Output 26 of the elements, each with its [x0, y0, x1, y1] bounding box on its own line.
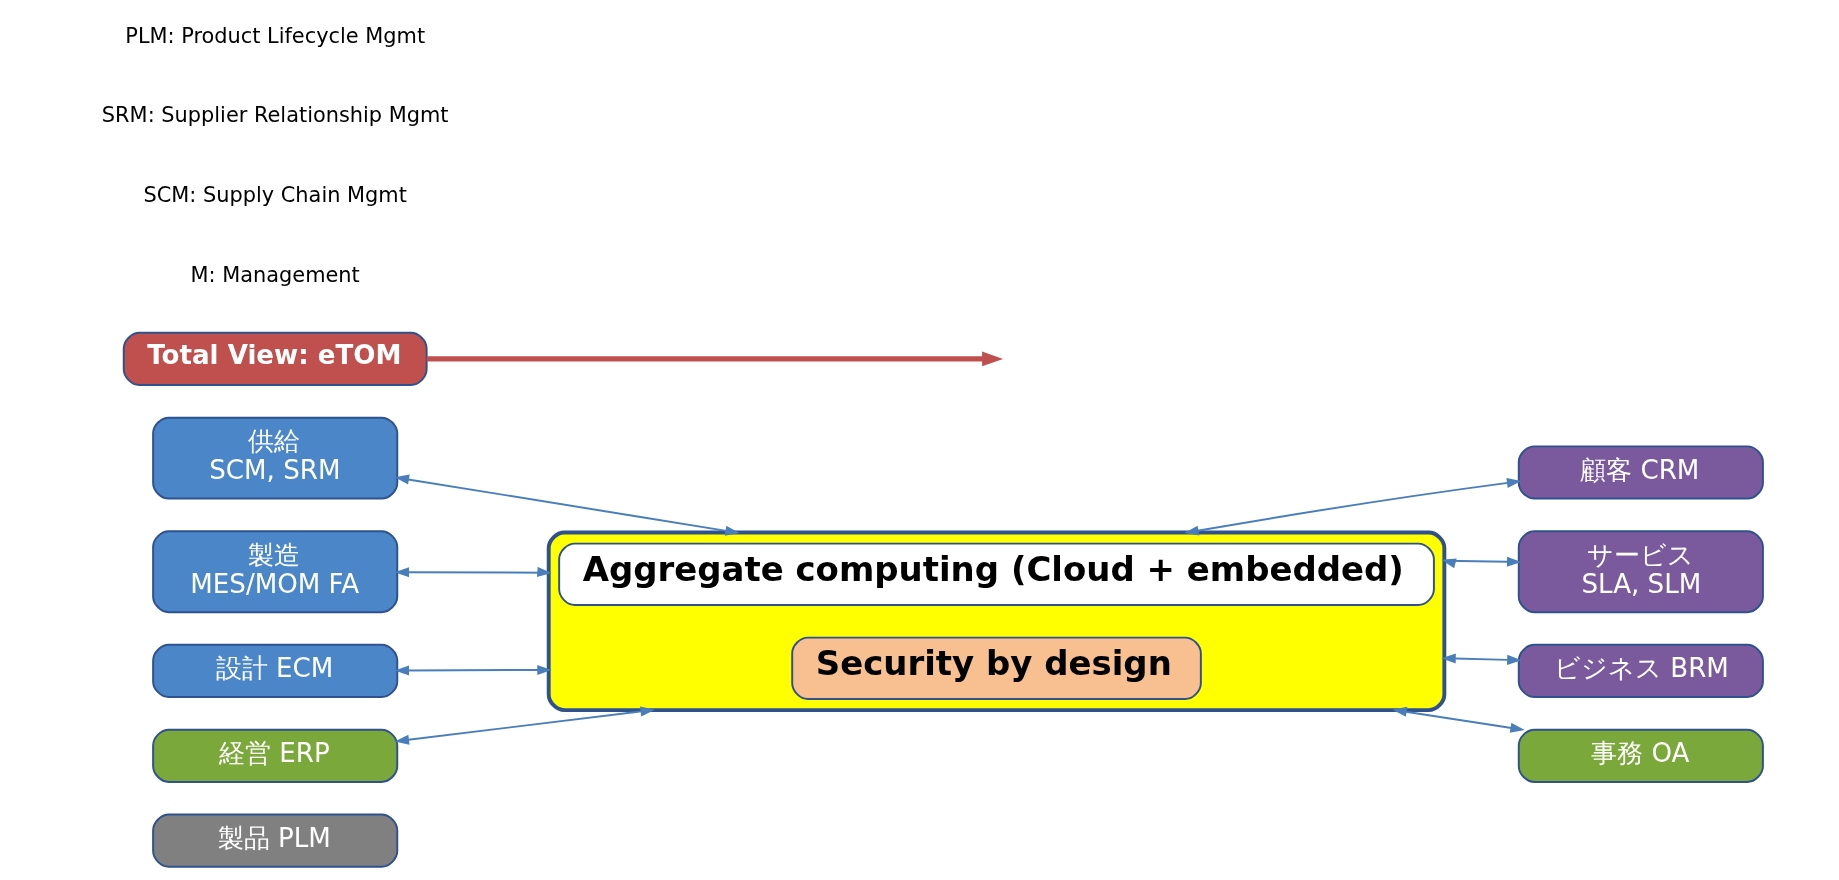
- node-box: ビジネス BRM: [1517, 643, 1764, 698]
- node-box: Aggregate computing (Cloud + embedded): [558, 542, 1435, 606]
- node-box: 設計 ECM: [152, 643, 399, 698]
- label: SCM: Supply Chain Mgmt: [143, 182, 407, 207]
- arrow: [394, 566, 552, 577]
- arrow: [394, 474, 740, 536]
- node-box: 顧客 CRM: [1517, 444, 1764, 500]
- node-box: 供給 SCM, SRM: [152, 416, 399, 500]
- node-box: サービス SLA, SLM: [1517, 529, 1764, 613]
- label: SRM: Supplier Relationship Mgmt: [101, 102, 449, 127]
- arrow: [426, 351, 1004, 366]
- label: PLM: Product Lifecycle Mgmt: [125, 23, 426, 48]
- node-box: 製品 PLM: [152, 813, 399, 868]
- node-box: Security by design: [791, 636, 1202, 700]
- node-box: 製造 MES/MOM FA: [152, 529, 399, 613]
- arrow: [1441, 653, 1522, 665]
- cluster: [546, 530, 1447, 712]
- arrow: [394, 705, 655, 745]
- arrow: [1184, 477, 1522, 536]
- node-box: Total View: eTOM: [122, 331, 428, 386]
- arrow: [1441, 556, 1522, 568]
- label: M: Management: [190, 262, 360, 287]
- node-box: 経営 ERP: [152, 728, 399, 783]
- arrow: [1392, 706, 1525, 733]
- arrow: [394, 664, 552, 675]
- node-box: 事務 OA: [1517, 728, 1764, 783]
